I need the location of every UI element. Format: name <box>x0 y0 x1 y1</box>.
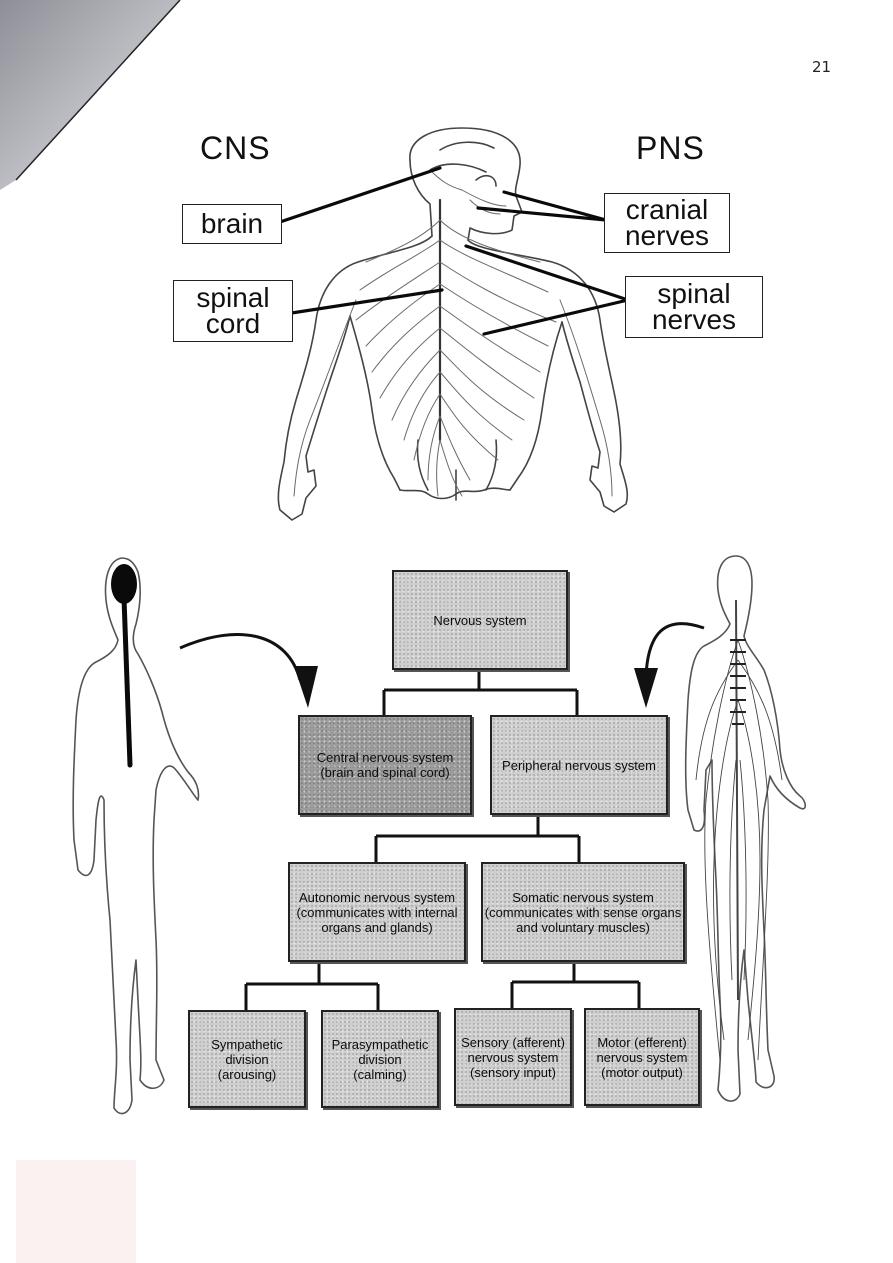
node-autonomic-line3: organs and glands) <box>321 919 433 935</box>
node-sympathetic-line1: Sympathetic <box>211 1036 283 1052</box>
human-torso-nervous-illustration <box>270 127 630 521</box>
node-autonomic-nervous-system: Autonomic nervous system (communicates w… <box>288 862 466 962</box>
cns-heading: CNS <box>200 130 271 166</box>
node-sensory-nervous-system: Sensory (afferent) nervous system (senso… <box>454 1008 572 1106</box>
node-parasympathetic-line1: Parasympathetic <box>331 1036 429 1052</box>
node-nervous-system: Nervous system <box>392 570 568 670</box>
brain-label: brain <box>182 204 282 244</box>
cns-body-figure <box>72 557 200 1115</box>
arrow-to-central <box>179 633 302 681</box>
spinal-cord-label: spinal cord <box>173 280 293 342</box>
node-sympathetic-division: Sympathetic division (arousing) <box>188 1010 306 1108</box>
node-nervous-system-title: Nervous system <box>433 612 527 628</box>
spinal-nerves-label: spinal nerves <box>625 276 763 338</box>
spinal-cord-label-line1: spinal <box>196 282 270 313</box>
node-somatic-nervous-system: Somatic nervous system (communicates wit… <box>481 862 685 962</box>
node-somatic-line1: Somatic nervous system <box>512 889 654 905</box>
spinal-nerves-label-line2: nerves <box>651 304 737 335</box>
node-motor-nervous-system: Motor (efferent) nervous system (motor o… <box>584 1008 700 1106</box>
arrow-to-peripheral <box>644 622 705 677</box>
pns-nerve-lines <box>695 599 783 1061</box>
pns-body-figure <box>684 555 807 1102</box>
node-motor-line1: Motor (efferent) <box>597 1034 687 1050</box>
node-peripheral-nervous-system: Peripheral nervous system <box>490 715 668 815</box>
node-sympathetic-line2: division <box>225 1051 269 1067</box>
spinal-cord-highlight <box>121 595 133 768</box>
brain-label-text: brain <box>200 208 264 239</box>
node-peripheral-title: Peripheral nervous system <box>502 757 656 773</box>
node-central-line1: Central nervous system <box>316 750 454 765</box>
spinal-cord-label-line2: cord <box>205 308 261 339</box>
node-motor-line2: nervous system <box>596 1049 688 1065</box>
page-number: 21 <box>812 58 832 76</box>
node-sensory-line2: nervous system <box>467 1049 559 1065</box>
cranial-nerves-label-line2: nerves <box>624 220 710 251</box>
node-motor-line3: (motor output) <box>601 1064 683 1080</box>
node-somatic-line2: (communicates with sense organs <box>484 904 682 920</box>
arrow-to-peripheral-head <box>634 668 658 708</box>
pns-heading: PNS <box>636 130 705 166</box>
node-central-nervous-system: Central nervous system (brain and spinal… <box>298 715 472 815</box>
brain-highlight <box>111 564 137 604</box>
node-parasympathetic-line2: division <box>358 1051 402 1067</box>
arrow-to-central-head <box>294 666 318 708</box>
node-sensory-line1: Sensory (afferent) <box>461 1034 565 1050</box>
node-sensory-line3: (sensory input) <box>470 1064 556 1080</box>
pns-spine-ticks <box>730 639 746 725</box>
cranial-nerves-label: cranial nerves <box>604 193 730 253</box>
node-autonomic-line1: Autonomic nervous system <box>298 889 456 905</box>
node-autonomic-line2: (communicates with internal <box>296 904 458 920</box>
node-sympathetic-line3: (arousing) <box>217 1066 277 1082</box>
node-central-line2: (brain and spinal cord) <box>320 765 450 780</box>
tree-lines-group <box>244 668 641 1010</box>
cranial-nerves-label-line1: cranial <box>625 194 709 225</box>
node-somatic-line3: and voluntary muscles) <box>516 919 650 935</box>
node-parasympathetic-division: Parasympathetic division (calming) <box>321 1010 439 1108</box>
spinal-nerves-label-line1: spinal <box>657 278 731 309</box>
node-parasympathetic-line3: (calming) <box>353 1066 407 1082</box>
